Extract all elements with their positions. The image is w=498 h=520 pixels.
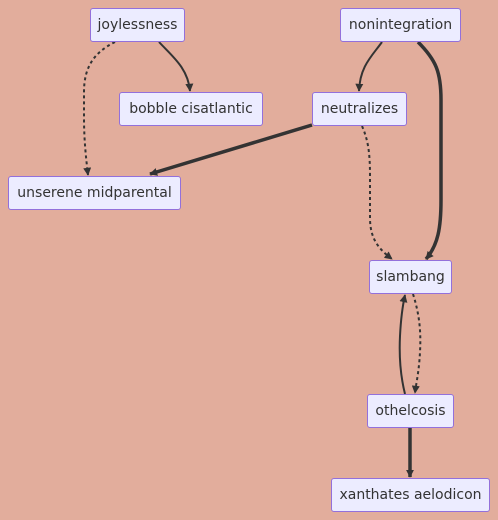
node-slambang[interactable]: slambang (369, 260, 452, 294)
node-bobble-cisatlantic[interactable]: bobble cisatlantic (119, 92, 263, 126)
edge-neutralizes-to-slambang (361, 125, 393, 260)
edge-joylessness-to-unserene-midparental (83, 41, 116, 176)
node-nonintegration[interactable]: nonintegration (340, 8, 461, 42)
edge-othelcosis-to-slambang (398, 294, 408, 395)
node-neutralizes[interactable]: neutralizes (312, 92, 407, 126)
edge-nonintegration-to-slambang (416, 40, 443, 261)
node-unserene-midparental[interactable]: unserene midparental (8, 176, 181, 210)
node-othelcosis[interactable]: othelcosis (367, 394, 454, 428)
edge-joylessness-to-bobble-cisatlantic (158, 41, 194, 92)
node-xanthates-aelodicon[interactable]: xanthates aelodicon (331, 478, 490, 512)
edge-slambang-to-othelcosis (411, 293, 422, 394)
edge-nonintegration-to-neutralizes (355, 41, 383, 92)
node-joylessness[interactable]: joylessness (90, 8, 185, 42)
edge-neutralizes-to-unserene-midparental (149, 123, 313, 176)
